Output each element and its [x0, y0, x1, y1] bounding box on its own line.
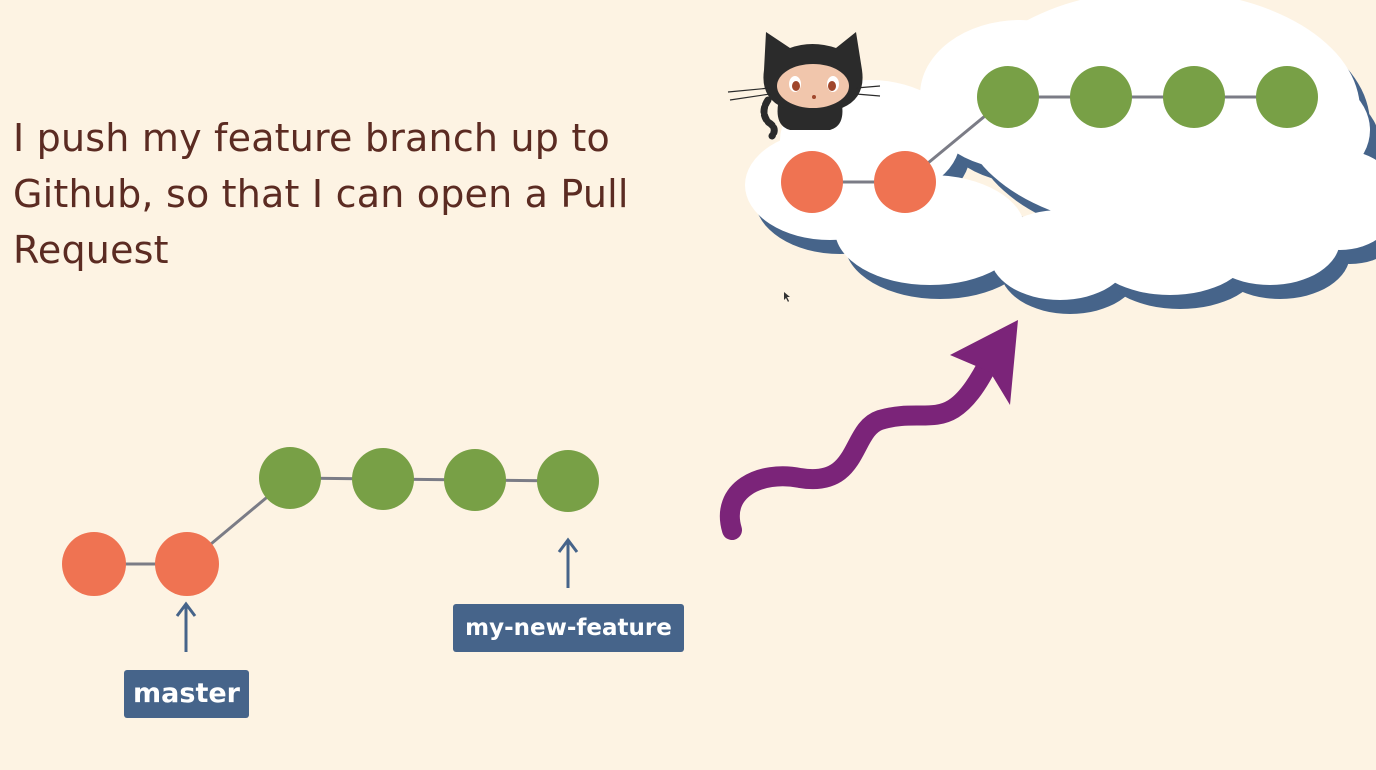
local-commit-node	[259, 447, 321, 509]
remote-commit-node	[874, 151, 936, 213]
branch-label-my-new-feature: my-new-feature	[453, 604, 684, 652]
remote-commit-node	[1070, 66, 1132, 128]
local-commit-node	[444, 449, 506, 511]
local-commit-graph	[62, 447, 599, 596]
remote-commit-node	[977, 66, 1039, 128]
remote-commit-node	[1163, 66, 1225, 128]
mouse-cursor-icon	[784, 292, 790, 302]
slide-headline: I push my feature branch up to Github, s…	[13, 116, 629, 272]
remote-commit-node	[1256, 66, 1318, 128]
remote-commit-node	[781, 151, 843, 213]
push-arrow-icon	[720, 320, 1018, 540]
octocat-icon	[727, 32, 881, 140]
local-commit-node	[62, 532, 126, 596]
local-commit-node	[352, 448, 414, 510]
local-commit-node	[537, 450, 599, 512]
local-commit-node	[155, 532, 219, 596]
remote-commit-graph	[781, 66, 1318, 213]
feature-pointer-arrow-icon	[557, 537, 579, 588]
master-pointer-arrow-icon	[175, 601, 197, 652]
branch-label-master: master	[124, 670, 249, 718]
